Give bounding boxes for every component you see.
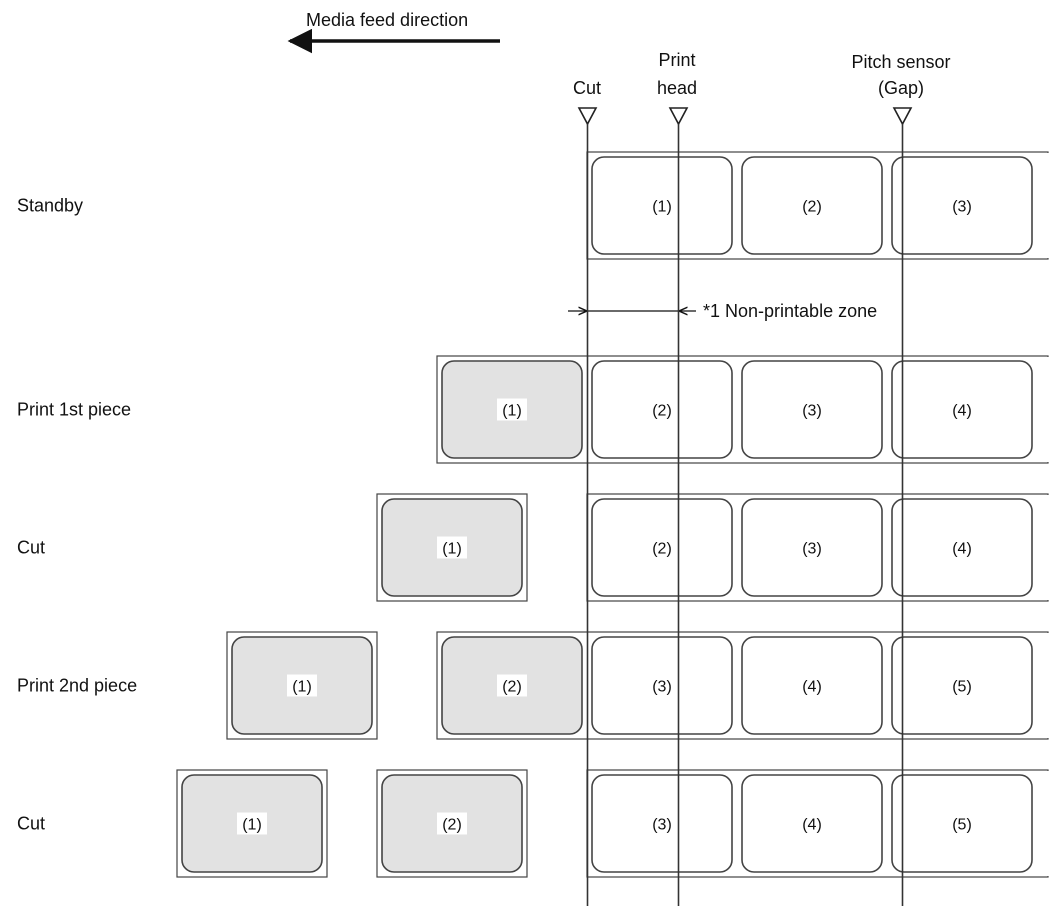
strip-label-3-number: (4) xyxy=(952,541,972,558)
strip-label-2: (4) xyxy=(741,774,883,873)
cut-piece-label-2: (2) xyxy=(381,774,523,873)
non-printable-zone-annotation: *1 Non-printable zone xyxy=(568,301,877,321)
strip-label-1: (1) xyxy=(591,156,733,255)
pitch-sensor-marker-line2: (Gap) xyxy=(878,78,924,98)
strip-label-2-number: (3) xyxy=(802,541,822,558)
strip-label-1: (2) xyxy=(591,498,733,597)
strip-label-2: (3) xyxy=(741,498,883,597)
strip-label-2-number: (4) xyxy=(802,817,822,834)
cut-piece-label-1-number-bg xyxy=(287,674,317,697)
row-label: Print 2nd piece xyxy=(17,676,137,696)
strip-label-3-number: (4) xyxy=(802,679,822,696)
strip-label-3: (5) xyxy=(891,774,1033,873)
row-label: Print 1st piece xyxy=(17,400,131,420)
cut-piece-label-2-number: (2) xyxy=(442,817,462,834)
cut-piece-label-1-number-bg xyxy=(237,812,267,835)
cut-piece-2: (2) xyxy=(376,769,528,878)
rows-layer: Standby (1) (2) (3) Print 1st piece (1) (2) (3)… xyxy=(17,151,1050,878)
strip-label-3: (3) xyxy=(741,360,883,459)
cut-piece-label-2-number-bg xyxy=(437,812,467,835)
strip-label-2-number: (2) xyxy=(652,403,672,420)
strip-label-2-number-bg xyxy=(797,194,827,217)
row-2: Print 1st piece (1) (2) (3) (4) xyxy=(17,355,1050,464)
strip-label-4: (4) xyxy=(891,360,1033,459)
print-head-marker-line1: Print xyxy=(658,50,695,70)
strip-label-4-number-bg xyxy=(947,398,977,421)
strip-label-3-number: (3) xyxy=(952,199,972,216)
strip-label-3: (3) xyxy=(891,156,1033,255)
cut-piece-1: (1) xyxy=(176,769,328,878)
strip-label-4-number-bg xyxy=(947,674,977,697)
cut-piece-label-1: (1) xyxy=(231,636,373,735)
strip-label-2: (2) xyxy=(741,156,883,255)
strip-label-2-number: (2) xyxy=(802,199,822,216)
strip-label-3-number-bg xyxy=(947,536,977,559)
strip-label-2-number-bg xyxy=(647,398,677,421)
strip-label-2-number-bg xyxy=(647,674,677,697)
strip-label-3: (4) xyxy=(891,498,1033,597)
cut-piece-label-1-number: (1) xyxy=(442,541,462,558)
cut-piece-label-1-number: (1) xyxy=(242,817,262,834)
strip-label-2-number-bg xyxy=(797,536,827,559)
strip-label-1-number-bg xyxy=(647,812,677,835)
strip-label-1-number-bg xyxy=(647,536,677,559)
row-label: Cut xyxy=(17,538,45,558)
cut-piece-label-1-number-bg xyxy=(437,536,467,559)
strip-label-1: (1) xyxy=(441,360,583,459)
non-printable-zone-label: *1 Non-printable zone xyxy=(703,301,877,321)
cut-piece-1: (1) xyxy=(376,493,528,602)
strip-label-1-number-bg xyxy=(497,398,527,421)
strip-label-1-number-bg xyxy=(647,194,677,217)
print-head-marker-line2: head xyxy=(657,78,697,98)
cut-piece-label-1-number: (1) xyxy=(292,679,312,696)
row-label: Cut xyxy=(17,814,45,834)
strip-label-3-number-bg xyxy=(797,398,827,421)
cut-marker: Cut xyxy=(573,78,601,126)
strip-label-3-number: (5) xyxy=(952,817,972,834)
strip-label-3-number-bg xyxy=(947,194,977,217)
reference-lines xyxy=(586,124,904,906)
strip-label-2-number: (3) xyxy=(652,679,672,696)
cut-piece-label-1: (1) xyxy=(381,498,523,597)
strip-label-4-number: (4) xyxy=(952,403,972,420)
strip-label-2: (2) xyxy=(591,360,733,459)
strip-label-3-number-bg xyxy=(947,812,977,835)
strip-label-2-number-bg xyxy=(797,812,827,835)
row-3: Cut (2) (3) (4) (1) xyxy=(17,493,1050,602)
print-head-marker-triangle-icon xyxy=(668,107,689,126)
strip-label-1: (2) xyxy=(441,636,583,735)
strip-label-1-number: (2) xyxy=(652,541,672,558)
strip-label-3-number-bg xyxy=(797,674,827,697)
cut-marker-label: Cut xyxy=(573,78,601,98)
strip-label-1-number: (3) xyxy=(652,817,672,834)
row-5: Cut (3) (4) (5) (1) (2) xyxy=(17,769,1050,878)
print-head-marker: Print head xyxy=(657,50,697,126)
pitch-sensor-marker: Pitch sensor (Gap) xyxy=(851,52,951,126)
strip-label-1-number: (1) xyxy=(652,199,672,216)
pitch-sensor-marker-line1: Pitch sensor xyxy=(851,52,950,72)
strip-label-1-number: (2) xyxy=(502,679,522,696)
pitch-sensor-marker-triangle-icon xyxy=(892,107,913,126)
strip-label-1: (3) xyxy=(591,774,733,873)
strip-label-3: (4) xyxy=(741,636,883,735)
strip-label-1-number: (1) xyxy=(502,403,522,420)
strip-label-3-number: (3) xyxy=(802,403,822,420)
strip-label-2: (3) xyxy=(591,636,733,735)
cut-piece-1: (1) xyxy=(226,631,378,740)
feed-direction-label: Media feed direction xyxy=(306,10,468,30)
row-4: Print 2nd piece (2) (3) (4) (5) (1) xyxy=(17,631,1050,740)
cut-marker-triangle-icon xyxy=(577,107,598,126)
strip-label-1-number-bg xyxy=(497,674,527,697)
row-label: Standby xyxy=(17,196,83,216)
feed-direction-indicator: Media feed direction xyxy=(287,10,500,54)
strip-label-4: (5) xyxy=(891,636,1033,735)
strip-label-4-number: (5) xyxy=(952,679,972,696)
row-1: Standby (1) (2) (3) xyxy=(17,151,1050,260)
cut-piece-label-1: (1) xyxy=(181,774,323,873)
